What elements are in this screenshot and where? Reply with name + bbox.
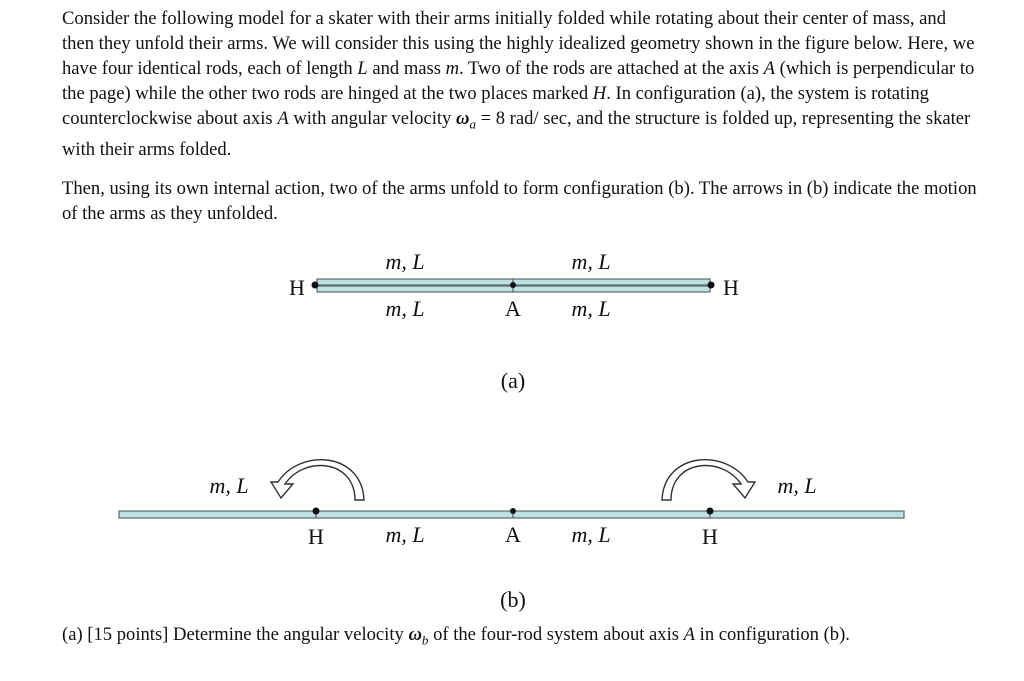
text-run: H xyxy=(592,83,607,104)
text-run: of the four-rod system about axis xyxy=(428,624,684,645)
text-run: ω xyxy=(408,624,422,645)
hinge-b-left-dot xyxy=(312,507,320,515)
rod-b-label-outer-right: m, L xyxy=(777,473,816,498)
text-run: (a) [15 points] Determine the angular ve… xyxy=(62,624,409,645)
text-run: . In configuration (a), the system is ro… xyxy=(62,83,929,129)
hinge-a-left-dot xyxy=(311,281,319,289)
text-run: A xyxy=(277,108,289,129)
rod-a-lower-left xyxy=(316,285,514,293)
problem-paragraph-1: Consider the following model for a skate… xyxy=(62,6,982,162)
right-unfold-arrow-icon xyxy=(661,459,757,501)
rod-b-label-inner-left: m, L xyxy=(385,522,424,547)
rod-a-label-upper-left: m, L xyxy=(385,249,424,274)
text-run: = 8 rad/ sec, and the structure is folde… xyxy=(62,108,971,160)
text-run: with angular velocity xyxy=(288,108,456,129)
text-run: . Two of the rods are attached at the ax… xyxy=(459,58,764,79)
rod-a-label-upper-right: m, L xyxy=(571,249,610,274)
configuration-a: m, L m, L m, L m, L H H A (a) xyxy=(289,249,739,393)
rod-system-figure: m, L m, L m, L m, L H H A (a) m, L m, L … xyxy=(118,249,905,612)
rod-a-label-lower-right: m, L xyxy=(571,296,610,321)
hinge-b-left-label: H xyxy=(308,524,324,549)
axis-b-dot xyxy=(510,508,516,514)
hinge-a-left-label: H xyxy=(289,275,305,300)
text-run: ω xyxy=(455,108,470,129)
text-run: in configuration (b). xyxy=(695,624,850,645)
text-run: L xyxy=(357,58,368,79)
text-run: A xyxy=(763,58,775,79)
rod-a-lower-right xyxy=(512,285,711,293)
axis-a-dot xyxy=(510,282,516,288)
rod-b-outer-left xyxy=(118,510,317,519)
caption-b: (b) xyxy=(500,587,526,612)
rod-b-inner-right xyxy=(512,510,711,519)
axis-a-label: A xyxy=(505,296,521,321)
hinge-b-right-label: H xyxy=(702,524,718,549)
hinge-b-right-dot xyxy=(706,507,714,515)
text-run: m xyxy=(445,58,460,79)
configuration-b: m, L m, L m, L m, L H H A (b) xyxy=(118,459,905,612)
rod-b-outer-right xyxy=(709,510,905,519)
text-run: and mass xyxy=(367,58,446,79)
caption-a: (a) xyxy=(501,368,525,393)
rod-a-upper-right xyxy=(512,278,711,286)
rod-b-inner-left xyxy=(315,510,514,519)
text-run: Consider the following model for a skate… xyxy=(62,8,975,79)
text-run: Then, using its own internal action, two… xyxy=(62,178,977,224)
rod-b-label-outer-left: m, L xyxy=(209,473,248,498)
text-run: (which is perpendicular to the page) whi… xyxy=(62,58,975,104)
text-run: b xyxy=(421,632,429,648)
rod-b-label-inner-right: m, L xyxy=(571,522,610,547)
question-part-a: (a) [15 points] Determine the angular ve… xyxy=(62,622,1002,653)
axis-b-label: A xyxy=(505,522,521,547)
hinge-a-right-dot xyxy=(707,281,715,289)
text-run: A xyxy=(683,624,696,645)
text-run: a xyxy=(469,116,476,132)
rod-a-upper-left xyxy=(316,278,514,286)
left-unfold-arrow-icon xyxy=(269,459,365,501)
problem-paragraph-2: Then, using its own internal action, two… xyxy=(62,176,982,226)
rod-a-label-lower-left: m, L xyxy=(385,296,424,321)
hinge-a-right-label: H xyxy=(723,275,739,300)
